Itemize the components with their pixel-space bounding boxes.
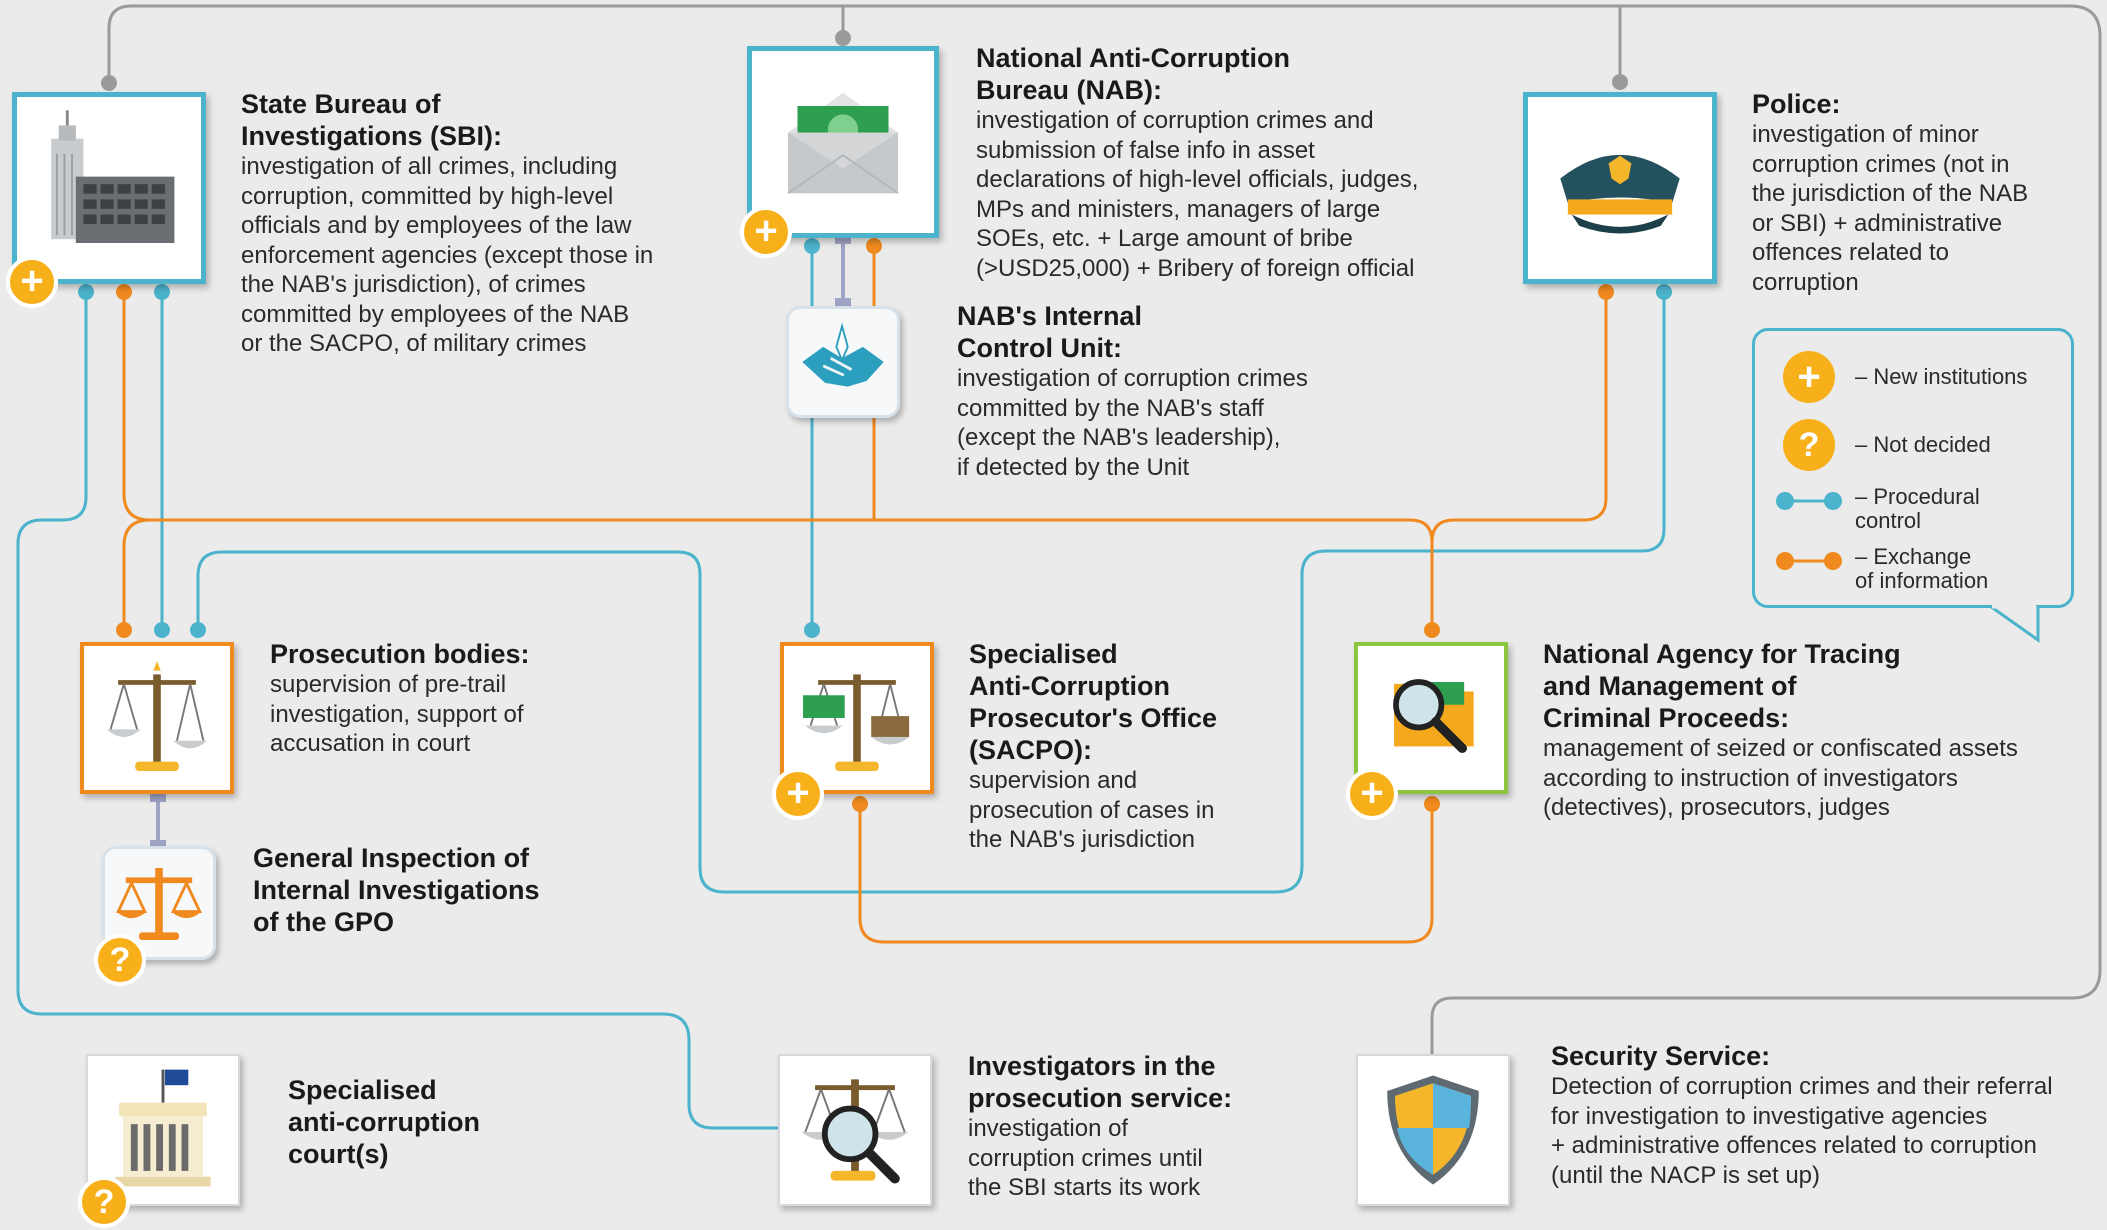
new-institution-badge: + (772, 768, 824, 820)
nab-icu-box (786, 306, 900, 418)
court-title: Specialised anti-corruption court(s) (288, 1075, 480, 1169)
nab-text: National Anti-Corruption Bureau (NAB): i… (976, 42, 1476, 283)
sbi-title: State Bureau of Investigations (SBI): (241, 89, 503, 151)
prosecution-title: Prosecution bodies: (270, 639, 530, 669)
legend-exchange-label: – Exchange of information (1855, 544, 1989, 593)
legend-new-label: – New institutions (1855, 364, 2028, 389)
prosecution-description: supervision of pre-trail investigation, … (270, 671, 524, 757)
new-institution-badge: + (1346, 768, 1398, 820)
investigators-description: investigation of corruption crimes until… (968, 1115, 1203, 1201)
new-institution-badge: + (740, 206, 792, 258)
magnifier-folder-icon (1393, 679, 1474, 754)
nab-title: National Anti-Corruption Bureau (NAB): (976, 43, 1290, 105)
legend-callout-tail (1990, 604, 2040, 643)
sacpo-title: Specialised Anti-Corruption Prosecutor's… (969, 639, 1217, 765)
security-box (1356, 1054, 1510, 1206)
new-institution-badge: + (6, 256, 58, 308)
sbi-description: investigation of all crimes, including c… (241, 153, 654, 357)
nab-icu-text: NAB's Internal Control Unit: investigati… (957, 300, 1377, 482)
prosecution-police-blue-line (196, 292, 1666, 894)
not-decided-badge: ? (94, 934, 146, 986)
investigators-box (778, 1054, 932, 1206)
police-box (1523, 92, 1717, 284)
security-title: Security Service: (1551, 1041, 1771, 1071)
scales-magnifier-icon (801, 1079, 909, 1184)
prosecution-text: Prosecution bodies: supervision of pre-t… (270, 638, 570, 759)
scales-money-icon (803, 674, 910, 772)
investigators-title: Investigators in the prosecution service… (968, 1051, 1233, 1113)
sbi-text: State Bureau of Investigations (SBI): in… (241, 88, 701, 359)
not-decided-badge: ? (78, 1176, 130, 1228)
arma-text: National Agency for Tracing and Manageme… (1543, 638, 2083, 823)
scales-icon (106, 661, 208, 772)
handshake-icon (802, 322, 884, 387)
office-building-icon (51, 110, 175, 243)
gigpo-box (102, 846, 216, 960)
police-title: Police: (1752, 89, 1841, 119)
nab-icu-description: investigation of corruption crimes commi… (957, 365, 1308, 481)
legend-not-decided-label: – Not decided (1855, 432, 1991, 457)
money-envelope-icon (787, 92, 899, 194)
shield-icon (1387, 1075, 1479, 1185)
court-text: Specialised anti-corruption court(s) (288, 1074, 588, 1170)
sacpo-text: Specialised Anti-Corruption Prosecutor's… (969, 638, 1269, 855)
police-description: investigation of minor corruption crimes… (1752, 121, 2029, 296)
security-description: Detection of corruption crimes and their… (1551, 1073, 2053, 1189)
gigpo-text: General Inspection of Internal Investiga… (253, 842, 583, 938)
sacpo-arma-orange-line (858, 804, 1434, 944)
investigators-text: Investigators in the prosecution service… (968, 1050, 1288, 1203)
sacpo-description: supervision and prosecution of cases in … (969, 767, 1215, 853)
connector-dots (78, 30, 1672, 856)
grey-top-line (107, 4, 2102, 1055)
exchange-main-orange-line (122, 292, 1434, 630)
legend-line-samples (1776, 492, 1842, 570)
security-text: Security Service: Detection of corruptio… (1551, 1040, 2091, 1190)
sbi-outer-blue-line (16, 292, 778, 1130)
orange-scales-icon (116, 867, 202, 940)
arma-title: National Agency for Tracing and Manageme… (1543, 639, 1901, 733)
prosecution-orange-line (122, 518, 151, 630)
police-text: Police: investigation of minor corruptio… (1752, 88, 2092, 297)
gigpo-title: General Inspection of Internal Investiga… (253, 843, 540, 937)
sbi-box (12, 92, 206, 284)
legend-plus-icon: + (1783, 351, 1835, 403)
police-cap-icon (1560, 154, 1680, 234)
police-orange-line (1430, 292, 1608, 543)
arma-description: management of seized or confiscated asse… (1543, 735, 2018, 821)
legend: + – New institutions ? – Not decided – P… (1752, 328, 2074, 608)
legend-procedural-label: – Procedural control (1855, 484, 1980, 533)
legend-question-icon: ? (1783, 419, 1835, 471)
courthouse-icon (115, 1069, 211, 1187)
nab-description: investigation of corruption crimes and s… (976, 107, 1419, 282)
nab-box (747, 46, 939, 238)
nab-icu-title: NAB's Internal Control Unit: (957, 301, 1142, 363)
prosecution-box (80, 642, 234, 794)
